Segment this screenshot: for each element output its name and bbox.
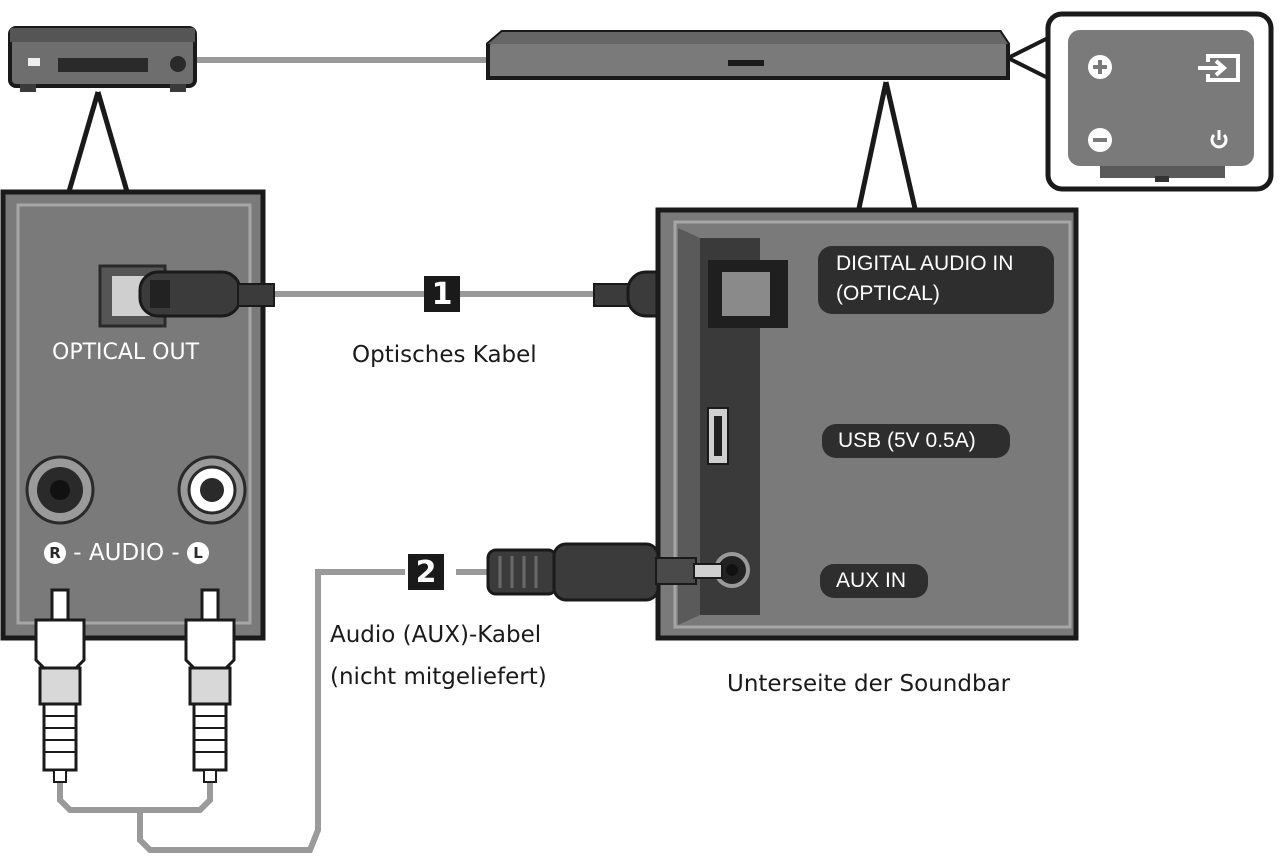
audio-text: - AUDIO - [66, 540, 188, 566]
audio-label: R - AUDIO - L [44, 540, 210, 566]
audio-left-badge: L [187, 542, 210, 564]
aux-in-label: AUX IN [836, 569, 907, 592]
optical-out-label: OPTICAL OUT [52, 340, 200, 365]
rca-socket-left [177, 455, 247, 525]
audio-right-badge: R [44, 542, 66, 564]
usb-label: USB (5V 0.5A) [838, 429, 976, 452]
digital-audio-in-label: DIGITAL AUDIO IN [836, 252, 1014, 275]
aux-cable-label: Audio (AUX)-Kabel [330, 622, 542, 648]
usb-pill [822, 424, 1010, 458]
source-back-panel [0, 189, 266, 641]
soundbar-bottom-label: Unterseite der Soundbar [727, 671, 1011, 697]
minus-icon[interactable] [1088, 128, 1112, 152]
soundbar [486, 30, 1010, 80]
source-input-icon[interactable] [1198, 54, 1240, 82]
step-2-badge: 2 [408, 554, 444, 590]
rca-plug-left [184, 588, 236, 783]
aux-cable-note: (nicht mitgeliefert) [330, 664, 547, 690]
aux-cable [57, 542, 723, 853]
step-1-badge: 1 [424, 276, 460, 312]
rca-plug-right [34, 588, 86, 783]
digital-audio-in-pill [818, 246, 1054, 314]
optical-cable-label: Optisches Kabel [352, 342, 537, 368]
source-device [8, 26, 197, 92]
power-icon[interactable] [1210, 130, 1228, 149]
digital-audio-in-sublabel: (OPTICAL) [836, 282, 940, 305]
plus-icon[interactable] [1088, 55, 1112, 79]
button-panel [1045, 11, 1274, 192]
rca-socket-right [25, 455, 95, 525]
aux-in-pill [820, 564, 928, 598]
